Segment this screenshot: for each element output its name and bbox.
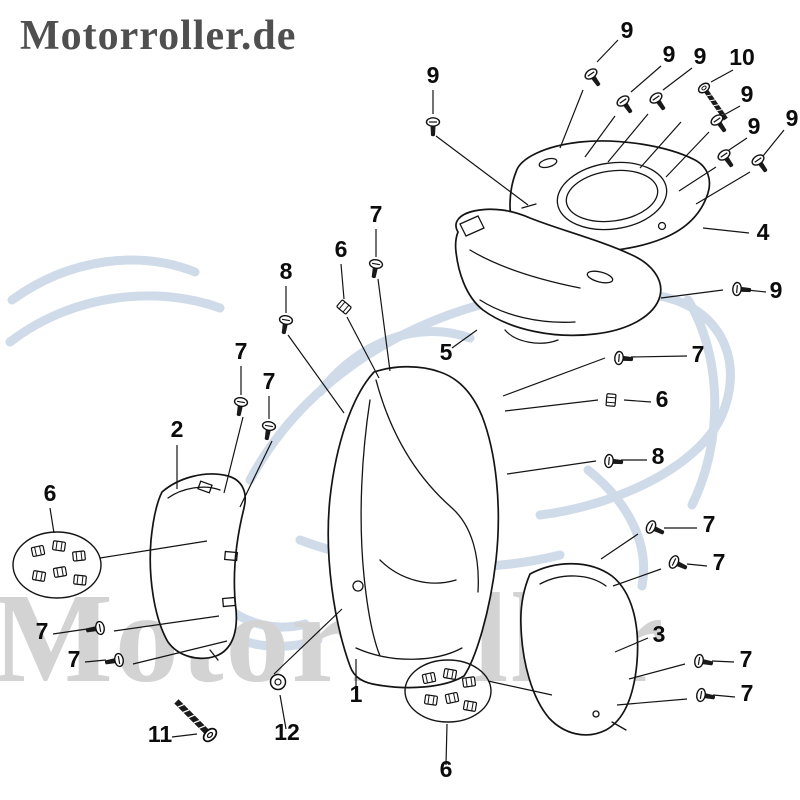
callout-label: 7: [692, 341, 705, 367]
clip-icon: [52, 565, 68, 579]
callout-label: 7: [235, 338, 248, 364]
part-1-front-panel: [327, 365, 500, 689]
screw-icon: [731, 281, 753, 298]
callout-label: 9: [663, 41, 676, 67]
callout-label: 9: [741, 81, 754, 107]
clip-icon: [335, 299, 353, 315]
callout-label: 1: [350, 681, 363, 707]
screw-icon: [749, 152, 773, 177]
callout-label: 8: [280, 258, 293, 284]
screw-icon: [613, 350, 635, 367]
clip-icon: [442, 667, 458, 681]
clip-icon: [444, 691, 460, 705]
callout-label: 8: [652, 443, 665, 469]
screw-icon: [693, 653, 715, 671]
screw-icon: [425, 117, 441, 137]
callout-label: 9: [786, 105, 799, 131]
screw-icon: [603, 453, 625, 470]
callout-label: 2: [171, 416, 184, 442]
screw-icon: [666, 553, 691, 575]
screw-icon: [366, 258, 384, 280]
fastener-kit-bottom: [404, 659, 492, 723]
brand-logo: Motorroller.de: [20, 13, 297, 59]
callout-label: 7: [36, 618, 49, 644]
clip-icon: [71, 550, 87, 562]
callout-label: 4: [757, 219, 770, 245]
callout-label: 12: [274, 719, 300, 745]
callout-label: 9: [748, 113, 761, 139]
callout-label: 6: [44, 480, 57, 506]
callout-label: 3: [653, 621, 666, 647]
screw-icon: [259, 420, 277, 442]
part-3-right-cover: [520, 562, 639, 736]
screw-icon: [643, 518, 668, 540]
screw-icon: [647, 90, 671, 115]
part-5-handlebar-front-cover: [454, 208, 662, 344]
clip-icon: [31, 569, 47, 583]
callout-label: 7: [703, 511, 716, 537]
callout-label: 11: [148, 721, 173, 747]
callout-label: 7: [740, 646, 753, 672]
screw-icon: [614, 93, 638, 118]
callout-label: 9: [427, 62, 440, 88]
screw-icon: [582, 66, 606, 91]
clip-icon: [462, 699, 478, 713]
screw-icon: [708, 112, 732, 137]
screw-icon: [276, 314, 294, 336]
screw-icon: [84, 620, 106, 638]
clip-icon: [461, 676, 477, 688]
clip-icon: [72, 574, 88, 586]
callout-label: 5: [440, 339, 453, 365]
callout-label: 9: [621, 17, 634, 43]
screw-icon: [231, 396, 249, 418]
callout-label: 9: [694, 43, 707, 69]
clip-icon: [605, 393, 617, 407]
callout-label: 7: [741, 680, 754, 706]
screw-icon: [695, 687, 717, 705]
clip-icon: [30, 544, 46, 558]
callout-label: 6: [656, 386, 669, 412]
callout-label: 10: [729, 44, 755, 70]
callout-label: 6: [335, 236, 348, 262]
callout-label: 7: [263, 368, 276, 394]
part-2-left-cover: [149, 473, 247, 661]
leader-lines: [49, 39, 785, 766]
callout-label: 7: [68, 646, 81, 672]
callout-labels: 9 9 9 9 10 9 9 9 4 9 7 6 8 5 7 6 8 2 7 7…: [36, 17, 799, 782]
fastener-kit-left: [12, 531, 102, 599]
callout-label: 6: [440, 756, 453, 782]
callout-label: 9: [770, 277, 783, 303]
clip-icon: [51, 540, 67, 552]
callout-label: 7: [370, 201, 383, 227]
callout-label: 7: [713, 549, 726, 575]
clip-icon: [421, 671, 437, 685]
screw-icon: [103, 652, 125, 670]
washer-icon: [269, 673, 287, 691]
screw-icon: [715, 147, 739, 172]
clip-icon: [423, 694, 439, 706]
